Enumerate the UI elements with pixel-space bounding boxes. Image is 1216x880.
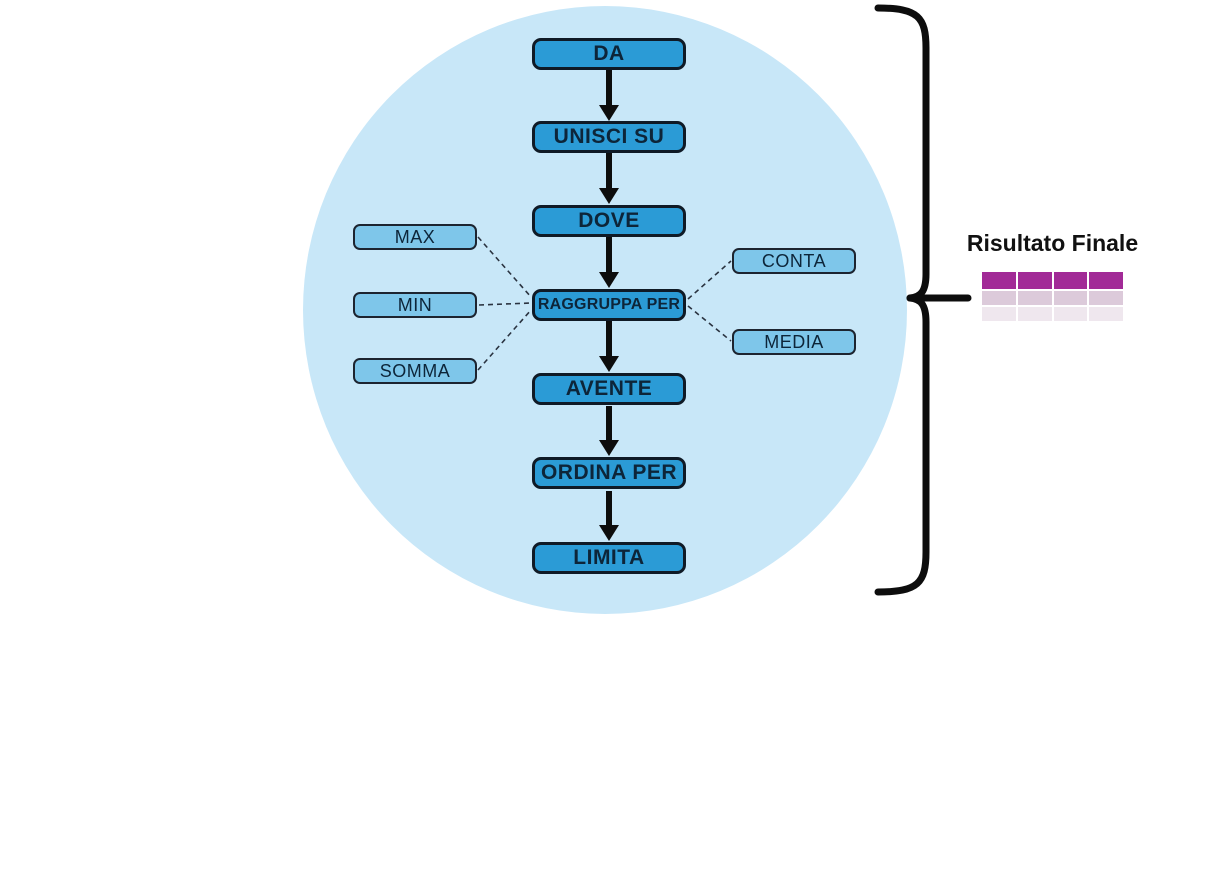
result-table-cell: [1089, 291, 1123, 305]
flow-arrow-4: [599, 321, 619, 372]
result-table-cell: [1089, 272, 1123, 289]
side-node-conta: CONTA: [732, 248, 856, 274]
flow-node-avente: AVENTE: [532, 373, 686, 405]
flow-arrow-3: [599, 237, 619, 288]
flow-node-raggruppa-per: RAGGRUPPA PER: [532, 289, 686, 321]
side-node-max: MAX: [353, 224, 477, 250]
dashed-connector-max: [477, 236, 532, 298]
side-node-min: MIN: [353, 292, 477, 318]
result-table-cell: [1053, 291, 1088, 305]
flow-arrow-6: [599, 491, 619, 541]
result-table-cell: [1089, 307, 1123, 321]
result-table-cell: [1053, 272, 1088, 289]
result-table-cell: [982, 291, 1016, 305]
result-table-cell: [1017, 291, 1052, 305]
flow-node-limita: LIMITA: [532, 542, 686, 574]
dashed-connector-min: [478, 302, 532, 306]
result-table-cell: [1017, 272, 1052, 289]
dashed-connector-media: [687, 305, 732, 342]
result-table-row: [982, 291, 1123, 305]
result-table-row: [982, 307, 1123, 321]
result-table-header-row: [982, 272, 1123, 289]
result-table: [982, 272, 1123, 321]
result-table-cell: [982, 307, 1016, 321]
dashed-connector-somma: [477, 309, 532, 371]
side-node-somma: SOMMA: [353, 358, 477, 384]
result-title: Risultato Finale: [966, 230, 1139, 256]
dashed-connector-conta: [687, 260, 732, 300]
flow-node-ordina-per: ORDINA PER: [532, 457, 686, 489]
flow-node-unisci-su: UNISCI SU: [532, 121, 686, 153]
flow-arrow-5: [599, 406, 619, 456]
flow-arrow-1: [599, 70, 619, 121]
flow-node-dove: DOVE: [532, 205, 686, 237]
result-table-cell: [982, 272, 1016, 289]
flow-arrow-2: [599, 153, 619, 204]
result-table-cell: [1017, 307, 1052, 321]
side-node-media: MEDIA: [732, 329, 856, 355]
flow-node-da: DA: [532, 38, 686, 70]
result-table-cell: [1053, 307, 1088, 321]
